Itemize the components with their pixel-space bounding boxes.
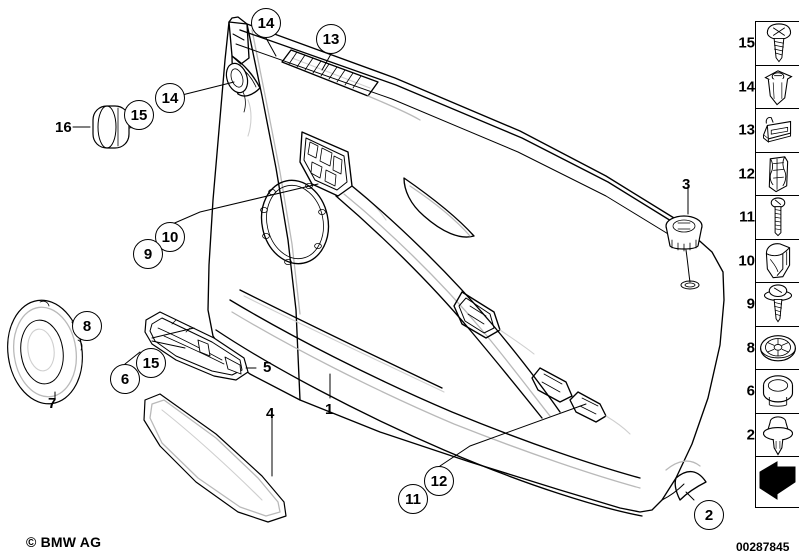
legend-number-12: 12 [738, 165, 755, 183]
label-7: 7 [48, 395, 57, 412]
speaker-opening [260, 179, 330, 265]
legend-item-9: 9 [747, 283, 799, 327]
callout-14-top: 14 [251, 8, 281, 38]
inner-door-handle-bezel [453, 291, 535, 355]
legend-number-9: 9 [746, 295, 755, 313]
bent-arrow-direction-marker-icon [759, 461, 796, 500]
legend-number-6: 6 [746, 382, 755, 400]
lower-right-trim-details [531, 367, 631, 435]
legend-item-12: 12 [738, 153, 799, 196]
callout-15-top: 15 [124, 100, 154, 130]
window-switch-cluster [299, 131, 387, 221]
door-trim-panel-main-body [207, 16, 725, 513]
diagram-number: 00287845 [736, 540, 790, 554]
spoked-retaining-disc-icon [760, 334, 796, 361]
label-3: 3 [682, 176, 691, 193]
legend-number-10: 10 [738, 252, 755, 270]
legend-direction-marker [756, 457, 799, 509]
label-4: 4 [266, 405, 275, 422]
door-pull-trim-part-4 [143, 393, 287, 523]
switch-carrier-part-5 [144, 311, 257, 381]
callout-12: 12 [424, 466, 454, 496]
legend-number-13: 13 [738, 121, 755, 139]
spring-cage-clip-icon [768, 155, 789, 192]
label-5: 5 [263, 359, 272, 376]
legend-item-2: 2 [747, 414, 799, 457]
legend-item-14: 14 [738, 66, 799, 109]
callout-8: 8 [72, 311, 102, 341]
callout-15-mid: 15 [136, 348, 166, 378]
legend-number-15: 15 [738, 34, 755, 52]
upper-trim-strip-13 [281, 49, 421, 121]
legend-item-11: 11 [739, 196, 799, 240]
copyright-notice: © BMW AG [26, 534, 102, 550]
rectangular-retaining-clip-icon [762, 116, 792, 143]
callout-leader-lines [71, 37, 695, 501]
armrest-sculpt [215, 177, 643, 517]
hardware-legend-panel: 15 14 13 [738, 21, 799, 509]
legend-number-2: 2 [746, 426, 755, 444]
legend-item-6: 6 [747, 370, 799, 414]
legend-number-11: 11 [739, 208, 755, 226]
expanding-push-rivet-icon [762, 415, 794, 456]
pan-head-self-tapping-screw-icon [766, 23, 792, 63]
plug-part-3 [665, 184, 703, 290]
long-pan-head-screw-icon [770, 197, 786, 237]
callout-11: 11 [398, 484, 428, 514]
callout-13: 13 [316, 24, 346, 54]
legend-number-8: 8 [746, 339, 755, 357]
legend-item-10: 10 [738, 240, 799, 283]
legend-item-13: 13 [738, 109, 799, 153]
round-cap-grommet-icon [762, 375, 794, 407]
legend-item-8: 8 [747, 327, 799, 370]
square-flange-expanding-rivet-icon [764, 69, 793, 105]
label-1: 1 [325, 401, 334, 418]
label-16: 16 [55, 119, 72, 136]
callout-6: 6 [110, 364, 140, 394]
panel-rear-corner [661, 460, 707, 501]
callout-9: 9 [133, 239, 163, 269]
callout-14-left: 14 [155, 83, 185, 113]
socket-bracket-clip-icon [765, 242, 791, 278]
legend-item-15: 15 [738, 22, 799, 66]
flanged-washer-screw-icon [763, 284, 793, 323]
speaker-cover-part-7 [7, 299, 83, 405]
callout-2: 2 [694, 500, 724, 530]
legend-number-14: 14 [738, 78, 755, 96]
